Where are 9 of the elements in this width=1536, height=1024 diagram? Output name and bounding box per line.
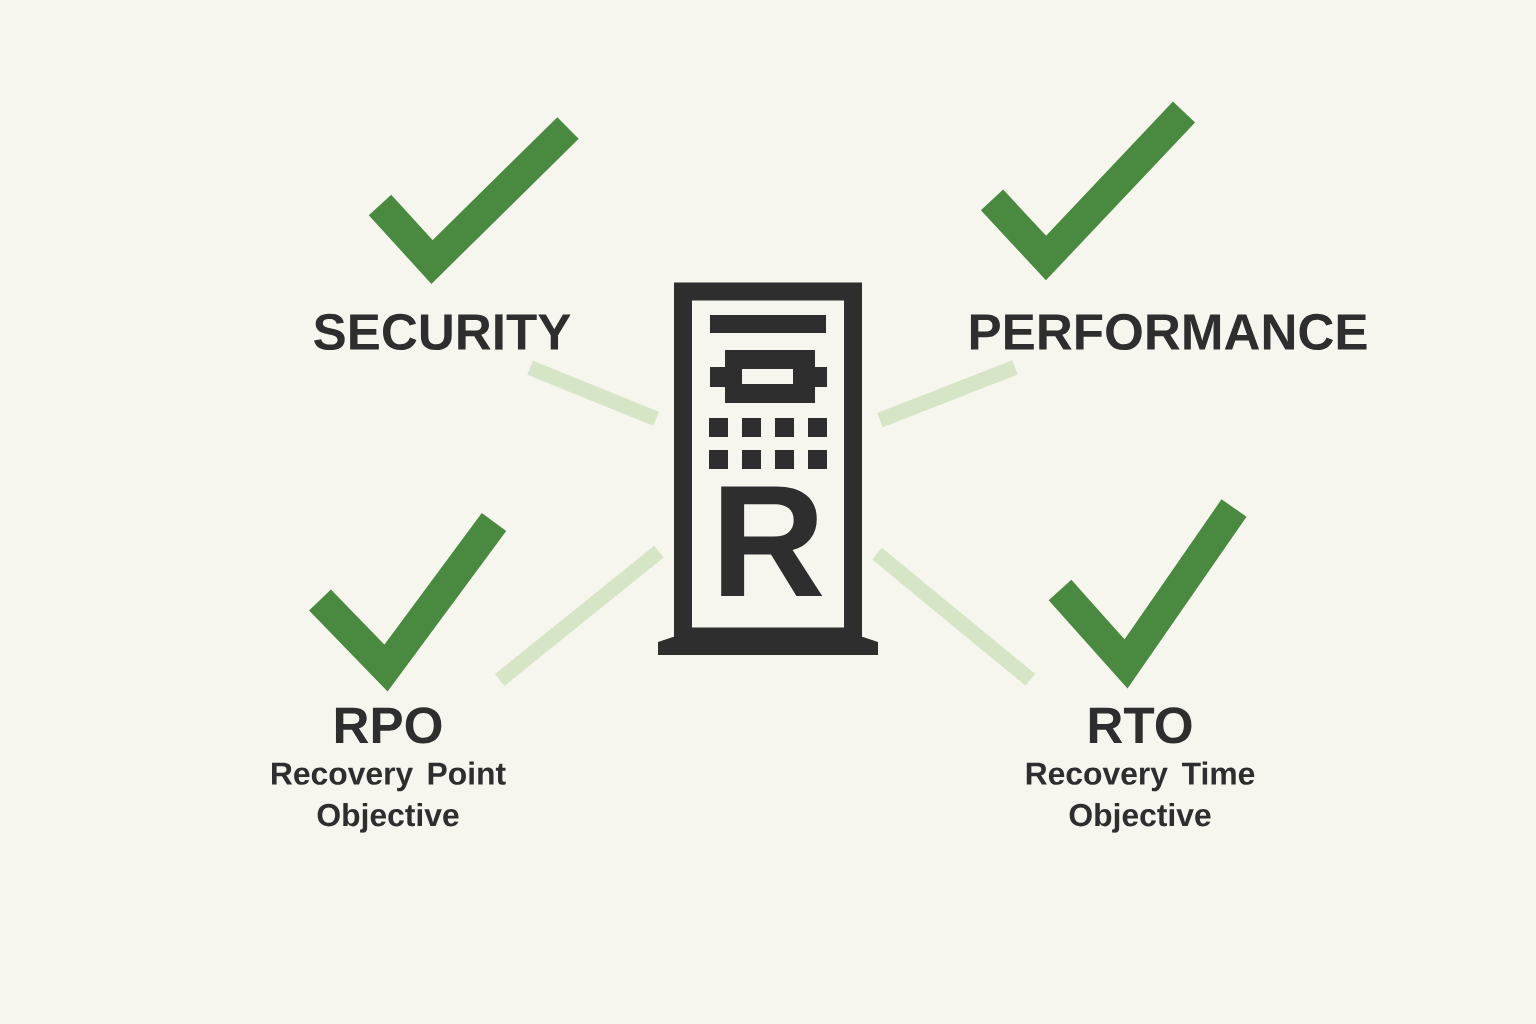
label-text: SECURITY [314, 313, 571, 351]
connector-line [877, 360, 1018, 428]
connector-line [494, 545, 664, 686]
connector-line [527, 360, 659, 426]
server-cabinet: R [674, 282, 862, 646]
label-text: RTO Recovery Time Objective [1026, 707, 1255, 833]
label-text: PERFORMANCE [970, 313, 1367, 351]
connector-line [872, 547, 1036, 686]
label-text: RPO Recovery Point Objective [272, 707, 506, 833]
